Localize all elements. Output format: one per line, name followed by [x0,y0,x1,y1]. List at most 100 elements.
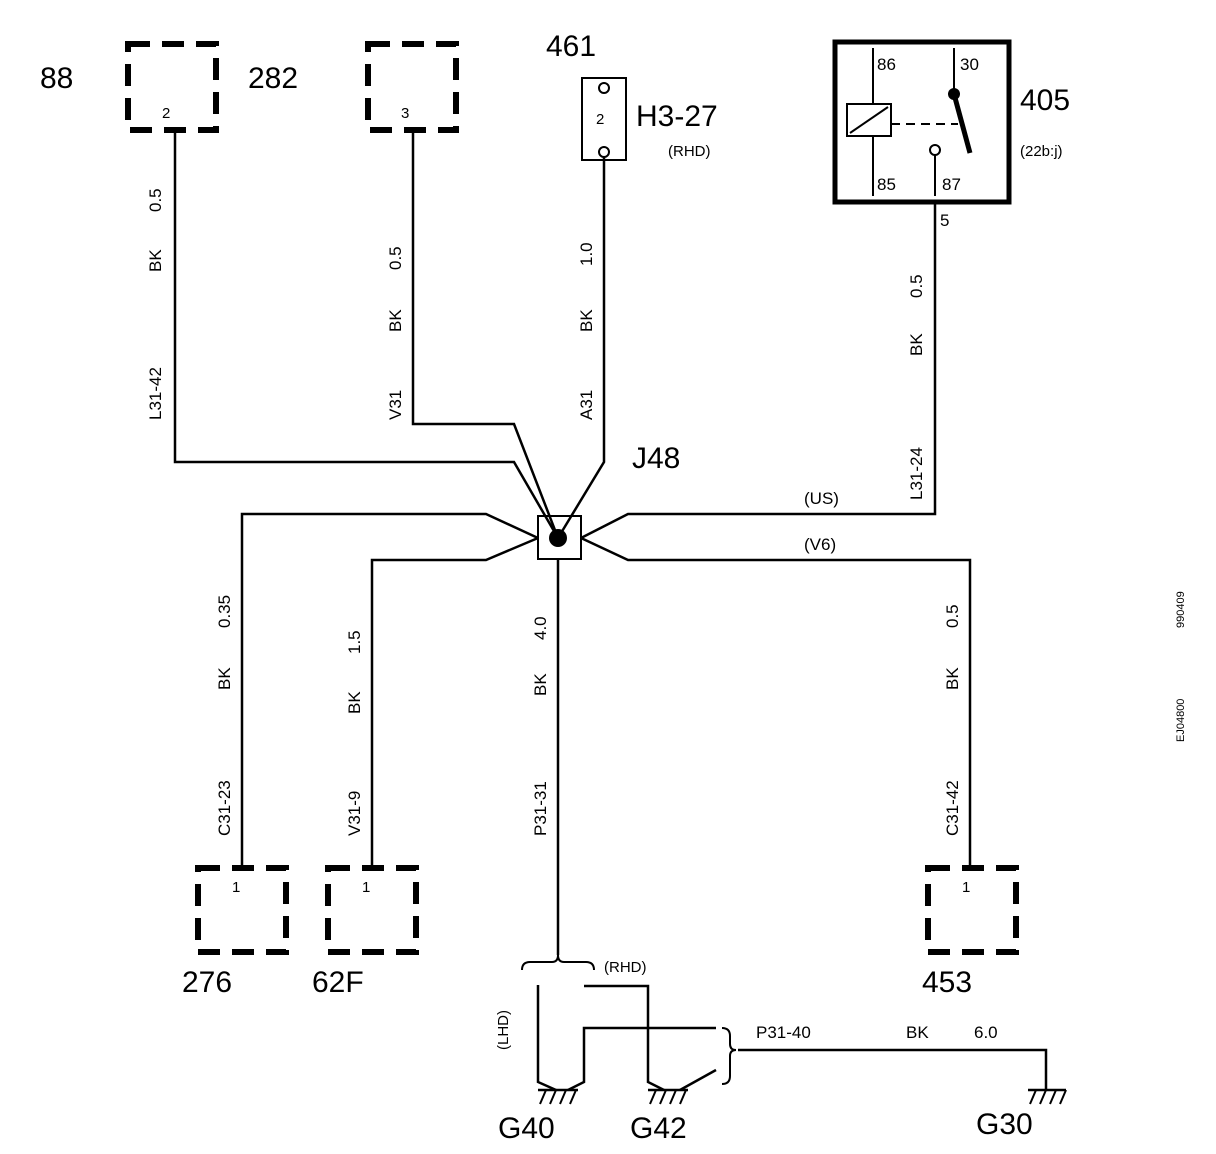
connector-461-pin: 2 [596,111,604,128]
wire-276-id: C31-23 [215,780,234,836]
ground-brace-top [521,954,595,971]
wire-v31-9 [370,536,539,866]
connector-62f-box [325,865,419,955]
wire-62f-labels: 1.5 BK V31-9 [345,630,364,836]
wire-405-id: L31-24 [907,447,926,500]
wire-g30-id: P31-40 [756,1023,811,1042]
wire-276-labels: 0.35 BK C31-23 [215,595,234,836]
connector-461-terminal-bottom [598,146,610,158]
wire-c31-42 [580,536,972,866]
connector-3-box [365,41,459,133]
label-g40: G40 [498,1112,555,1145]
connector-453-box [925,865,1019,955]
wire-a31 [556,157,606,539]
side-code-1: 990409 [1175,591,1187,628]
relay-output-pin: 5 [940,211,949,230]
wire-3-labels: 0.5 BK V31 [386,246,405,420]
relay-coil-slash [849,106,889,134]
wire-3-size: 0.5 [386,246,405,270]
label-453: 453 [922,966,972,999]
connector-3-pin: 3 [401,105,409,122]
wire-3-color: BK [386,309,405,332]
label-62f: 62F [312,966,364,999]
label-461: 461 [546,30,596,63]
connector-282-box [125,41,219,133]
label-461-rhd: (RHD) [668,143,711,160]
wire-405-size: 0.5 [907,274,926,298]
label-j48: J48 [632,442,680,475]
wire-62f-color: BK [345,691,364,714]
connector-3: 3 [365,41,459,133]
wire-405-labels: 0.5 BK L31-24 (US) [804,274,926,508]
wire-main-size: 4.0 [531,616,550,640]
wire-g40-to-brace [567,1026,716,1092]
connector-276-pin: 1 [232,879,240,896]
label-88: 88 [40,62,73,95]
relay-pin-30: 30 [960,55,979,74]
ground-rhd-label: (RHD) [604,959,647,976]
wire-461-color: BK [577,309,596,332]
side-code-2: EJ04800 [1175,699,1187,742]
ground-brace-right [721,1027,737,1085]
wire-main-id: P31-31 [531,781,550,836]
wire-282-labels: 0.5 BK L31-42 [146,188,165,420]
wire-276-size: 0.35 [215,595,234,628]
wire-453-id: C31-42 [943,780,962,836]
wire-g42-to-brace [679,1068,717,1092]
wire-g30-color: BK [906,1023,929,1042]
relay-pin-85: 85 [877,175,896,194]
ground-g30-icon [1028,1088,1067,1105]
connector-282-pin: 2 [162,105,170,122]
relay-405: 86 30 85 87 [832,39,1012,205]
wire-282-color: BK [146,249,165,272]
wire-62f-size: 1.5 [345,630,364,654]
connector-62f-pin: 1 [362,879,370,896]
wire-rhd-g42 [584,984,665,1092]
connector-62f: 1 [325,865,419,955]
wire-461-size: 1.0 [577,242,596,266]
wire-main-color: BK [531,673,550,696]
wire-c31-23 [240,512,539,866]
wire-282-size: 0.5 [146,188,165,212]
wire-l31-42 [173,130,560,539]
wire-l31-24 [580,202,937,540]
wire-v31 [411,130,560,539]
label-282: 282 [248,62,298,95]
connector-276-box [195,865,289,955]
wire-3-id: V31 [386,390,405,420]
connector-461-terminal-top [598,82,610,94]
relay-switch-arm [951,93,973,154]
connector-453: 1 [925,865,1019,955]
wire-282-id: L31-42 [146,367,165,420]
wire-461-labels: 1.0 BK A31 [577,242,596,420]
relay-pin-86: 86 [877,55,896,74]
label-h3-27: H3-27 [636,100,718,133]
label-g30: G30 [976,1108,1033,1141]
ground-g40-icon [538,1088,578,1105]
label-276: 276 [182,966,232,999]
wire-461-id: A31 [577,390,596,420]
label-405: 405 [1020,84,1070,117]
wire-405-variant: (US) [804,489,839,508]
wire-p31-40 [738,1048,1048,1090]
wire-453-labels: 0.5 BK C31-42 (V6) [804,535,962,836]
ground-lhd-label: (LHD) [495,1010,512,1050]
label-405-note: (22b:j) [1020,143,1063,160]
wire-main-labels: 4.0 BK P31-31 [531,616,550,836]
relay-87-contact [929,144,941,156]
wire-453-variant: (V6) [804,535,836,554]
wire-405-color: BK [907,333,926,356]
ground-g42-icon [648,1088,688,1105]
wire-62f-id: V31-9 [345,791,364,836]
connector-282: 2 [125,41,219,133]
connector-276: 1 [195,865,289,955]
wire-453-size: 0.5 [943,604,962,628]
wire-g30-size: 6.0 [974,1023,998,1042]
connector-453-pin: 1 [962,879,970,896]
relay-pin-87: 87 [942,175,961,194]
wire-453-color: BK [943,667,962,690]
label-g42: G42 [630,1112,687,1145]
wire-276-color: BK [215,667,234,690]
connector-461: 2 [581,77,627,161]
